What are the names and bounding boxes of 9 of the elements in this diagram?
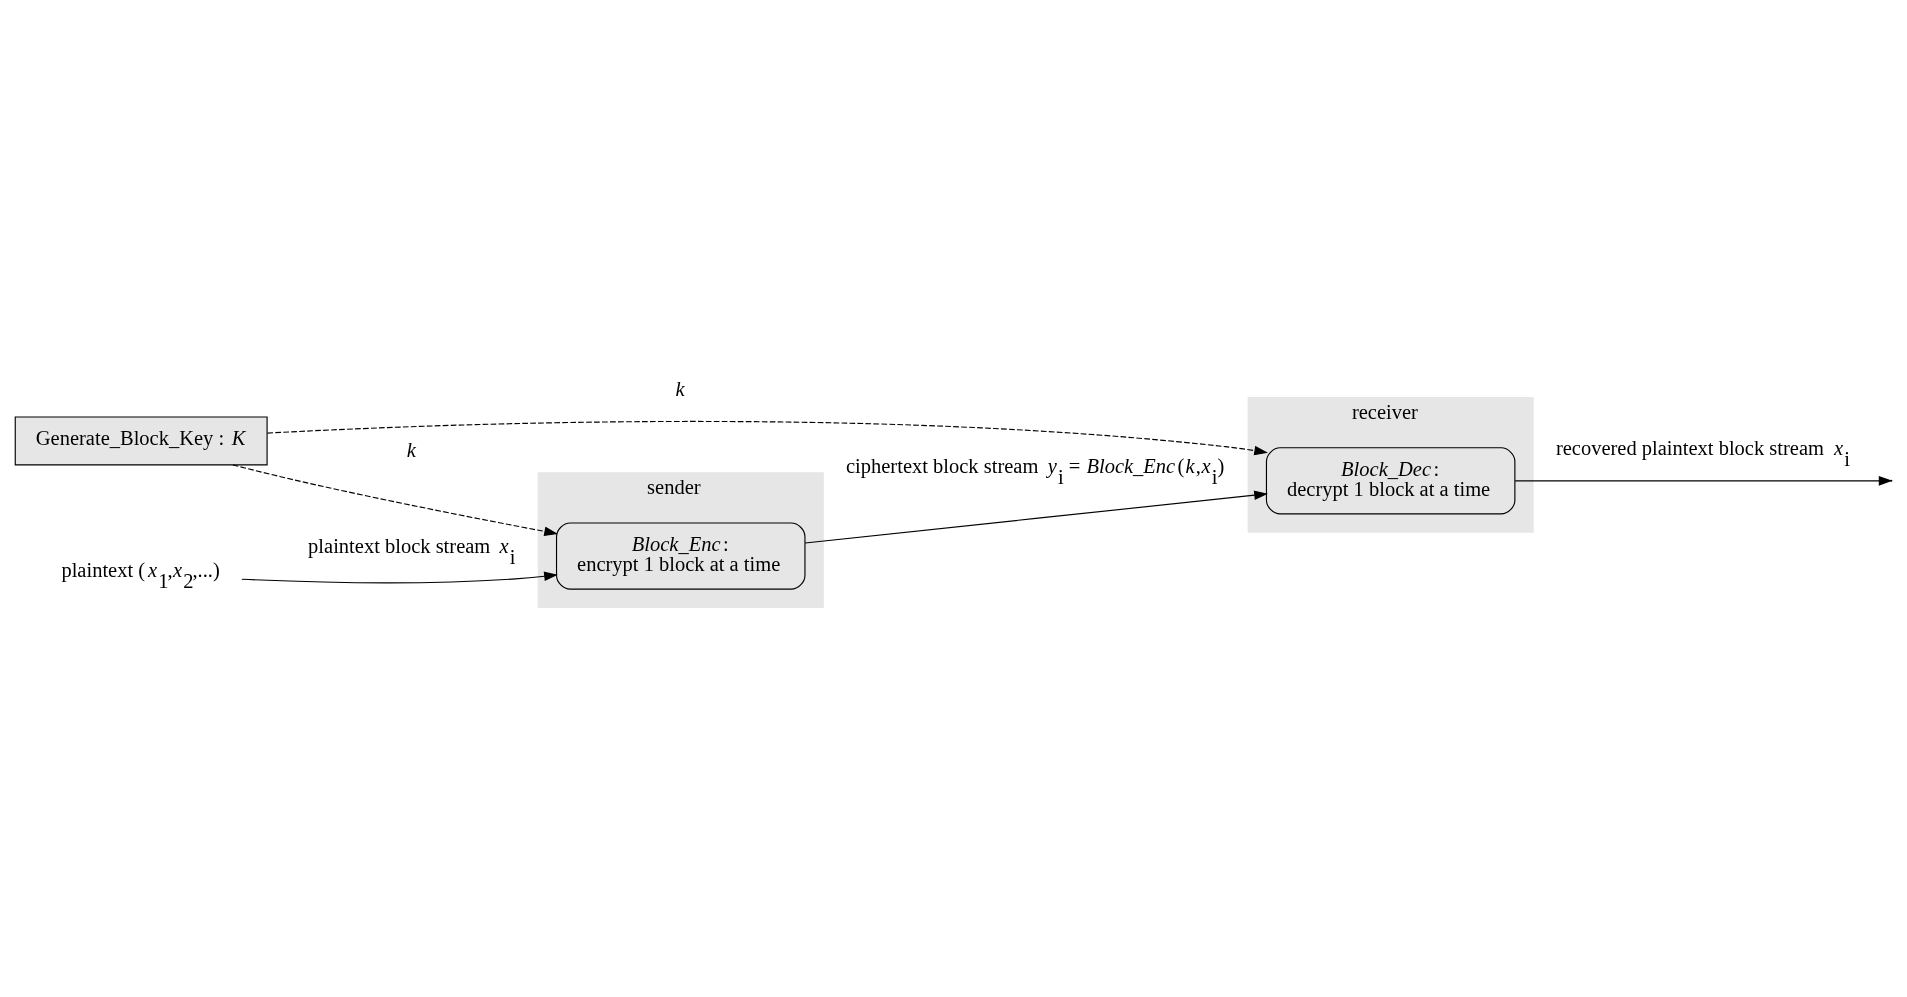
edge-label: k [675, 377, 685, 400]
node-box: Generate_Block_Key : K [14, 416, 268, 466]
node-box: Block_Dec: decrypt 1 block at a time [1265, 447, 1516, 515]
edge-label: k [406, 439, 416, 462]
arrow [232, 464, 558, 537]
arrow [241, 571, 558, 584]
node-box: Block_Enc: encrypt 1 block at a time [555, 522, 806, 590]
arrow [266, 420, 1268, 456]
arrow [804, 490, 1268, 544]
